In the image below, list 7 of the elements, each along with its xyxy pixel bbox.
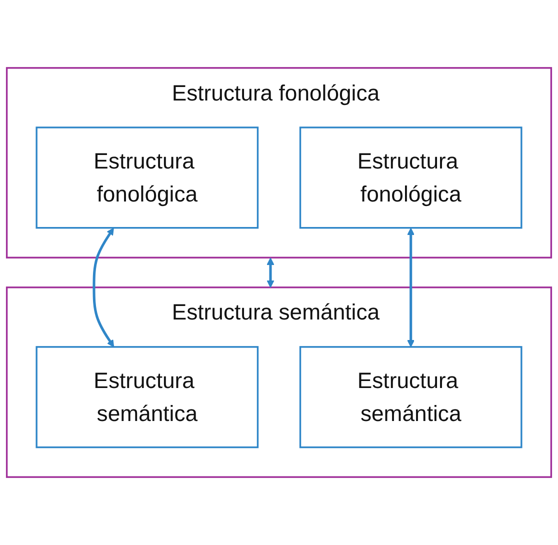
arrow: [266, 258, 274, 288]
node-box: Estructura semántica: [36, 346, 259, 448]
arrow: [92, 228, 114, 348]
node-box: Estructura fonológica: [36, 126, 259, 229]
node-box: Estructura semántica: [299, 346, 522, 448]
node-box: Estructura fonológica: [299, 126, 522, 229]
arrow: [407, 228, 415, 348]
